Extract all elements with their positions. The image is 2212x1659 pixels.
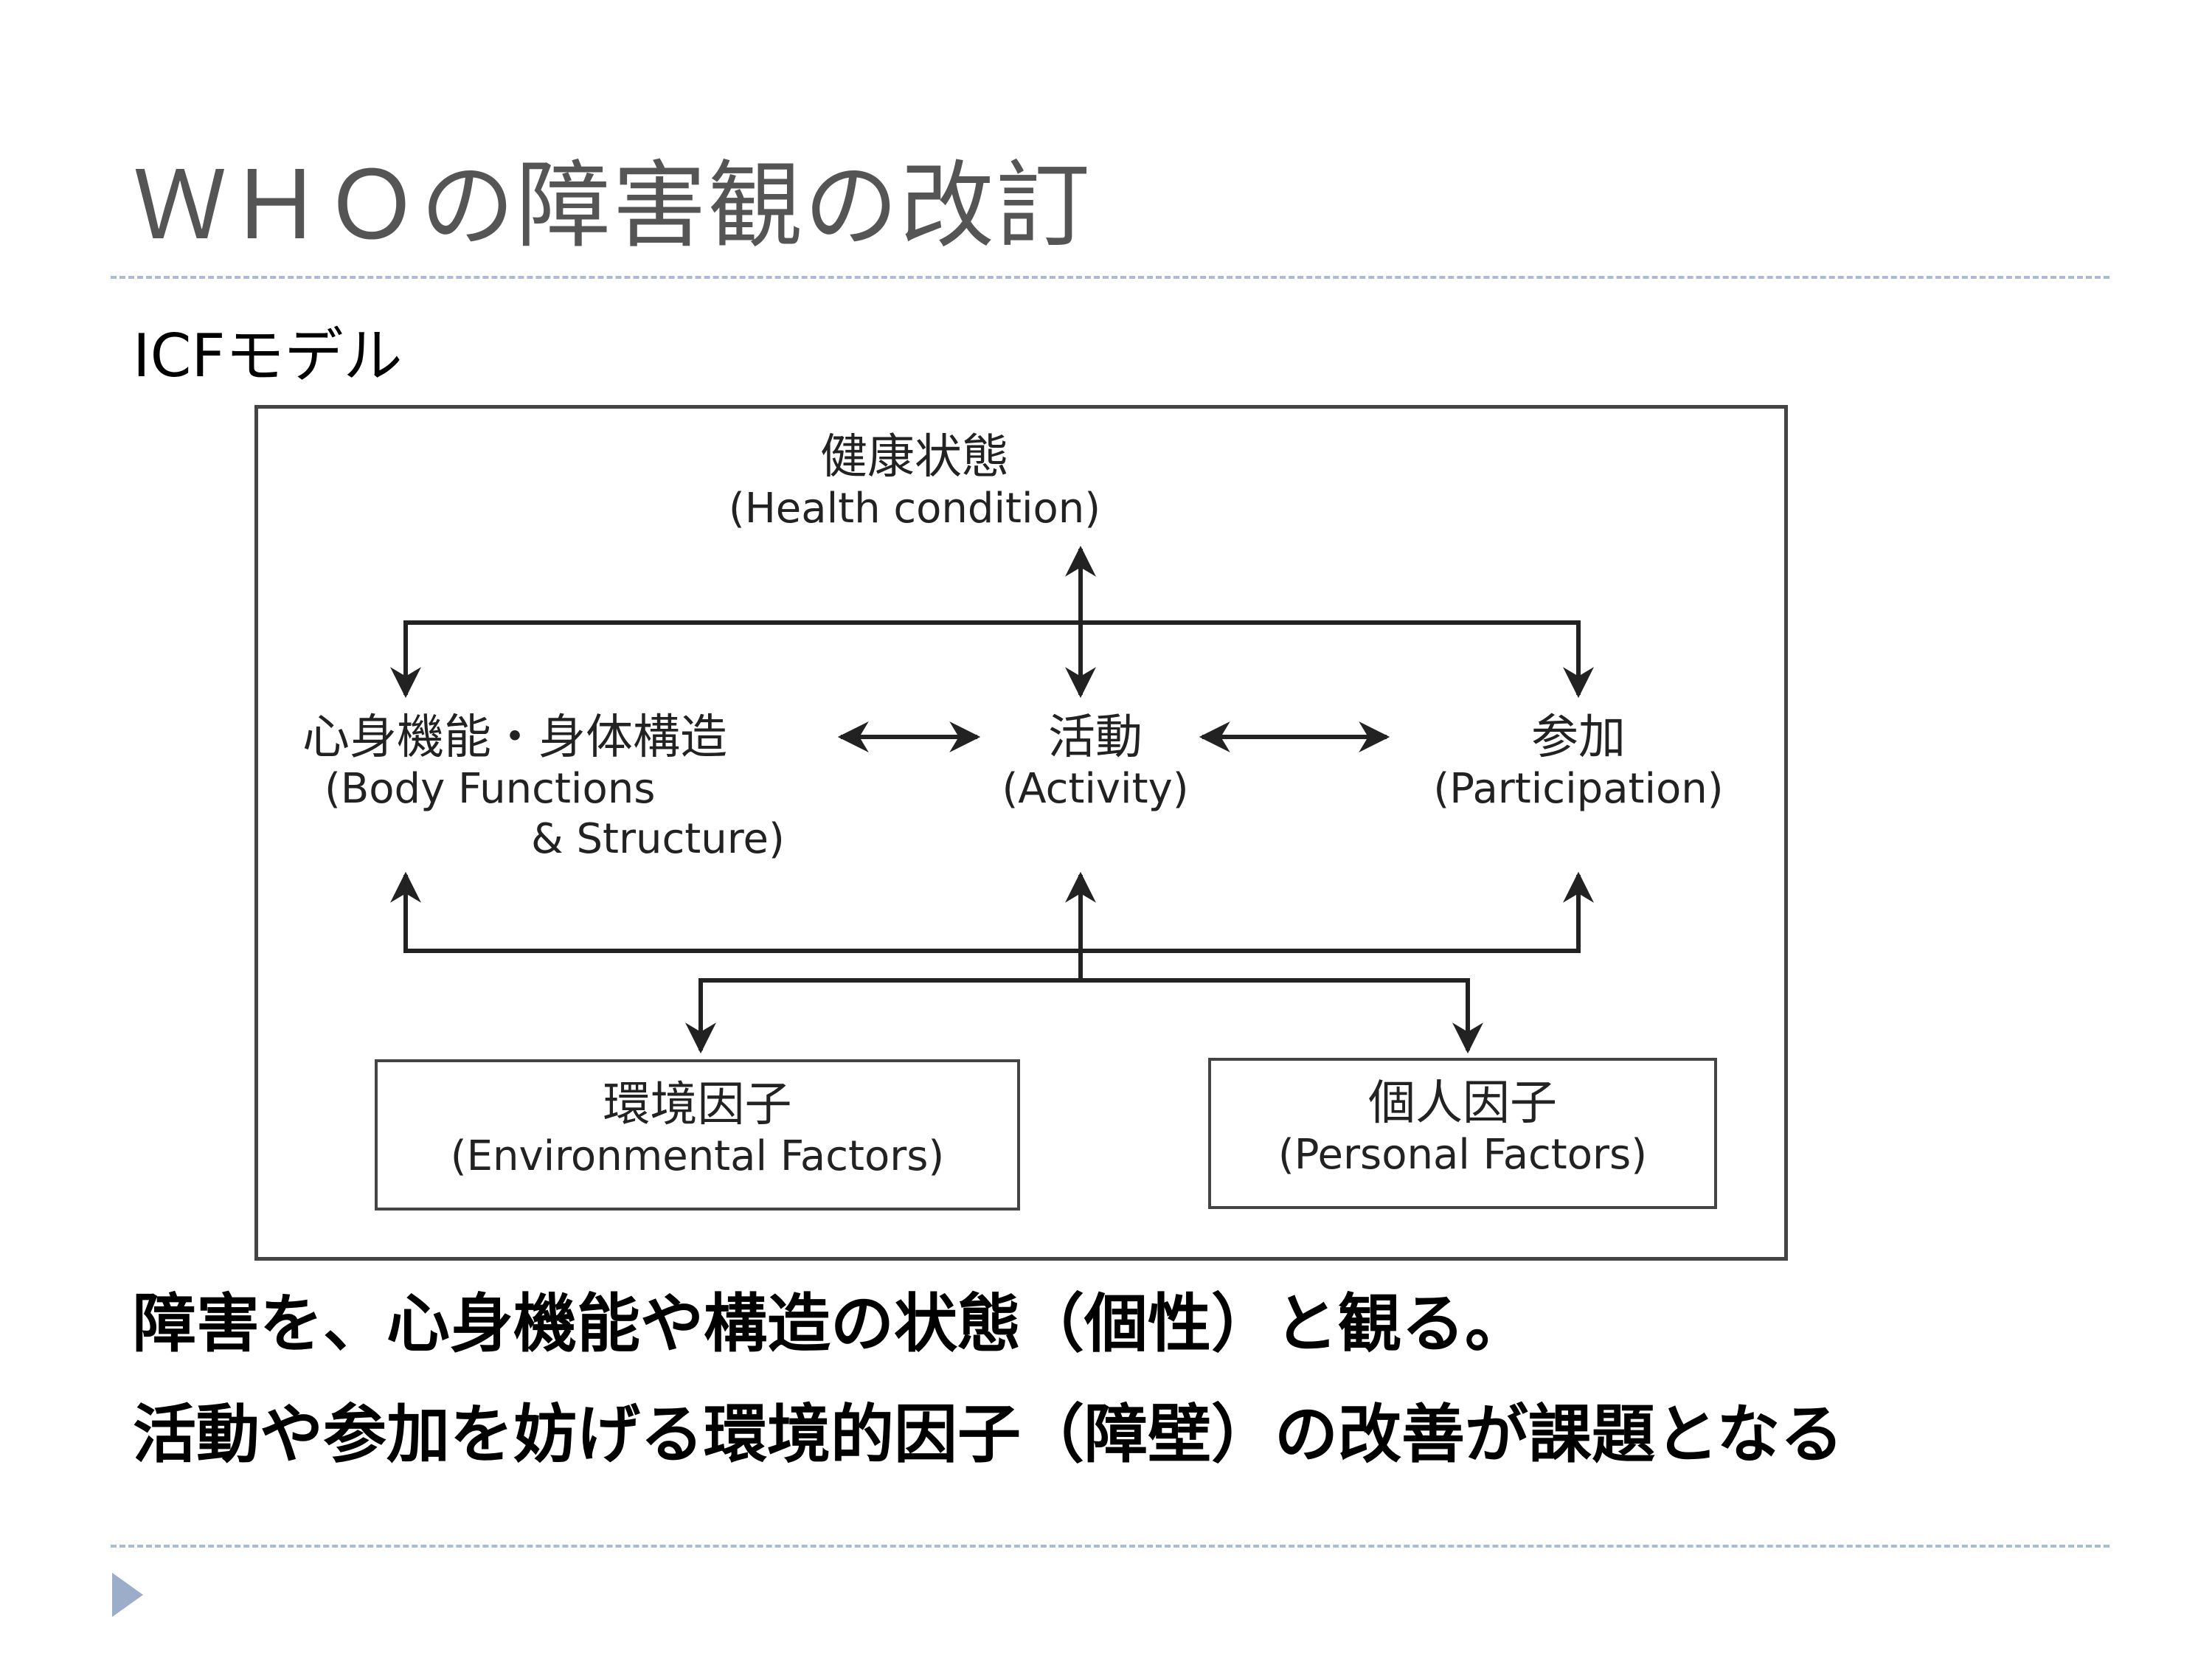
footer-divider bbox=[111, 1545, 2109, 1548]
health-condition-node: 健康状態 (Health condition) bbox=[656, 431, 1173, 534]
body-functions-en-line1: (Body Functions bbox=[325, 765, 656, 813]
personal-factors-jp: 個人因子 bbox=[1368, 1076, 1557, 1131]
health-condition-en: (Health condition) bbox=[728, 485, 1101, 533]
activity-en: (Activity) bbox=[1002, 765, 1189, 813]
top-bus-to-participation bbox=[1081, 620, 1594, 699]
bottom-bus-to-participation bbox=[1081, 871, 1594, 953]
diagram-connectors bbox=[390, 545, 1594, 1054]
body-functions-jp: 心身機能・身体構造 bbox=[302, 710, 727, 765]
environmental-factors-jp: 環境因子 bbox=[603, 1078, 792, 1132]
activity-node: 活動 (Activity) bbox=[948, 711, 1243, 814]
body-functions-en-line2: & Structure) bbox=[531, 815, 785, 863]
environmental-factors-box: 環境因子 (Environmental Factors) bbox=[375, 1059, 1020, 1211]
environmental-factors-en: (Environmental Factors) bbox=[450, 1132, 945, 1180]
statement-line-1: 障害を、心身機能や構造の状態（個性）と観る。 bbox=[133, 1287, 1528, 1361]
environmental-factors-node: 環境因子 (Environmental Factors) bbox=[378, 1062, 1017, 1182]
participation-en: (Participation) bbox=[1433, 765, 1724, 813]
activity-jp: 活動 bbox=[1048, 710, 1143, 765]
factors-bus-to-environmental bbox=[685, 978, 1081, 1054]
top-bus-to-body bbox=[390, 620, 1081, 699]
triangle-right-icon bbox=[112, 1573, 143, 1617]
health-condition-jp: 健康状態 bbox=[820, 430, 1009, 485]
slide-title: ＷＨＯの障害観の改訂 bbox=[133, 151, 1092, 261]
personal-factors-node: 個人因子 (Personal Factors) bbox=[1211, 1061, 1714, 1180]
statement-line-2: 活動や参加を妨げる環境的因子（障壁）の改善が課題となる bbox=[133, 1398, 1844, 1472]
title-divider bbox=[111, 276, 2109, 279]
factors-bus-to-personal bbox=[1081, 978, 1483, 1054]
icf-diagram: 健康状態 (Health condition) 心身機能・身体構造 (Body … bbox=[254, 405, 1788, 1261]
section-subtitle: ICFモデル bbox=[133, 322, 403, 390]
personal-factors-box: 個人因子 (Personal Factors) bbox=[1208, 1058, 1717, 1209]
participation-jp: 参加 bbox=[1531, 710, 1626, 765]
participation-node: 参加 (Participation) bbox=[1409, 711, 1748, 814]
personal-factors-en: (Personal Factors) bbox=[1277, 1131, 1648, 1179]
body-functions-node: 心身機能・身体構造 (Body Functions & Structure) bbox=[302, 711, 833, 865]
bottom-bus-to-body bbox=[390, 871, 1081, 953]
